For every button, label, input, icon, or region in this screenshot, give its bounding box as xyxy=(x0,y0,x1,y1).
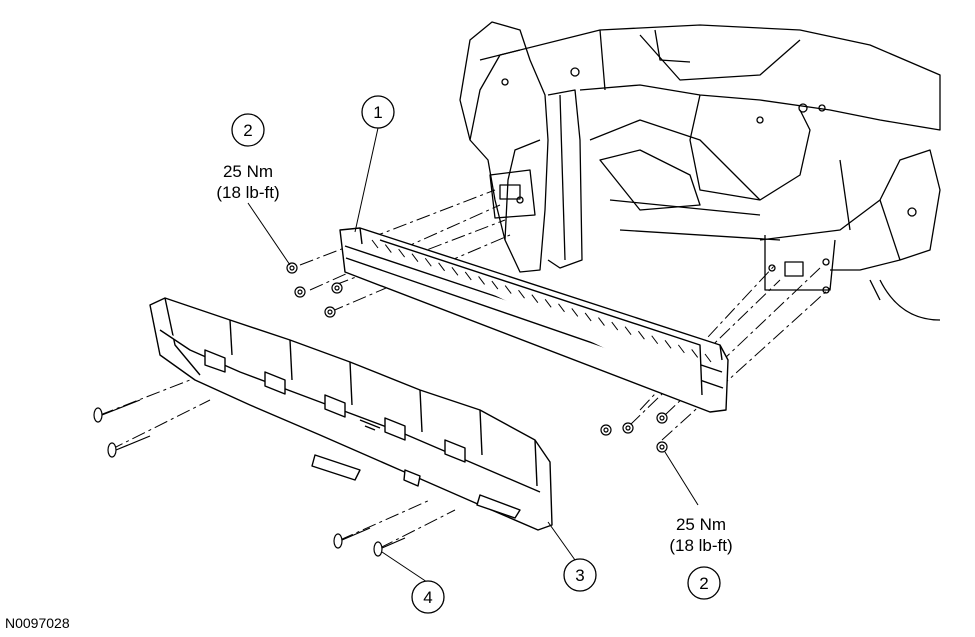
svg-text:4: 4 xyxy=(423,588,432,607)
torque-spec-right: 25 Nm (18 lb-ft) xyxy=(669,515,732,555)
push-pin xyxy=(333,527,371,549)
beam-rib xyxy=(651,335,659,345)
beam-rib xyxy=(677,344,685,354)
beam-rib xyxy=(424,257,432,267)
bolt xyxy=(622,422,634,434)
svg-text:25 Nm: 25 Nm xyxy=(676,515,726,534)
callout-4: 4 xyxy=(411,580,445,614)
svg-text:1: 1 xyxy=(373,103,382,122)
beam-rib xyxy=(411,253,419,262)
push-pin xyxy=(373,537,406,557)
bolt xyxy=(324,306,336,318)
beam-rib xyxy=(584,312,592,322)
beam-rib xyxy=(371,239,379,249)
torque-spec-left: 25 Nm (18 lb-ft) xyxy=(216,162,279,202)
push-pins xyxy=(93,399,406,557)
beam-rib xyxy=(598,317,605,326)
callout-2-right: 2 xyxy=(687,566,721,600)
beam-rib xyxy=(531,294,539,304)
beam-rib xyxy=(638,330,645,340)
svg-text:25 Nm: 25 Nm xyxy=(223,162,273,181)
svg-text:(18 lb-ft): (18 lb-ft) xyxy=(216,183,279,202)
bolt xyxy=(294,286,306,298)
svg-text:3: 3 xyxy=(575,566,584,585)
bumper-reinforcement-beam xyxy=(339,227,729,413)
bolt xyxy=(331,282,343,294)
beam-rib xyxy=(464,271,472,281)
beam-rib xyxy=(611,321,619,331)
push-pin xyxy=(93,399,141,423)
beam-rib xyxy=(504,285,512,294)
beam-rib xyxy=(571,308,579,317)
vehicle-front-structure xyxy=(459,21,941,321)
beam-rib xyxy=(398,248,406,258)
bolt xyxy=(656,412,668,424)
callout-1: 1 xyxy=(361,95,395,129)
beam-rib xyxy=(558,303,565,313)
beam-rib xyxy=(384,244,392,253)
beam-rib xyxy=(518,289,525,299)
beam-rib xyxy=(624,326,632,335)
beam-rib xyxy=(451,267,459,276)
svg-text:(18 lb-ft): (18 lb-ft) xyxy=(669,536,732,555)
beam-ribs xyxy=(371,239,712,363)
figure-id: N0097028 xyxy=(5,615,70,631)
beam-rib xyxy=(544,298,552,308)
bolt xyxy=(286,262,298,274)
callout-leaders xyxy=(247,127,699,583)
beam-rib xyxy=(478,276,485,285)
push-pin xyxy=(107,435,151,458)
beam-rib xyxy=(491,280,499,290)
bolt xyxy=(600,424,612,436)
bolts xyxy=(286,262,668,453)
svg-text:2: 2 xyxy=(243,121,252,140)
beam-rib xyxy=(704,353,712,363)
beam-rib xyxy=(664,340,672,349)
svg-text:2: 2 xyxy=(699,574,708,593)
callout-2-left: 2 xyxy=(231,113,265,147)
energy-absorber xyxy=(149,297,553,531)
beam-rib xyxy=(691,349,699,358)
callout-3: 3 xyxy=(563,558,597,592)
bolt xyxy=(656,441,668,453)
beam-rib xyxy=(438,262,446,272)
